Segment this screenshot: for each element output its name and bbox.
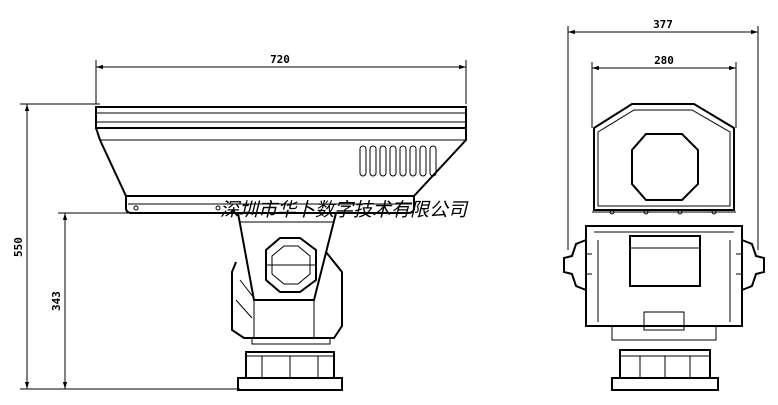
lens-window	[631, 133, 699, 201]
camera-housing	[95, 106, 467, 214]
front-view: 377 280	[563, 18, 765, 391]
motor-body	[231, 251, 343, 345]
company-watermark: 深圳市华卜数字技术有限公司	[220, 199, 469, 221]
vent-slots	[359, 145, 437, 177]
dim-280-label: 280	[654, 54, 674, 67]
dim-720-label: 720	[270, 53, 290, 66]
side-view: 720 550 343	[12, 53, 467, 391]
dim-550-label: 550	[12, 237, 25, 257]
dim-343-label: 343	[50, 291, 63, 311]
front-housing	[592, 103, 736, 215]
pan-tilt-arm	[237, 212, 337, 301]
side-base	[237, 351, 343, 391]
front-pan-tilt	[563, 225, 765, 331]
front-base	[611, 326, 719, 391]
dim-377-label: 377	[653, 18, 673, 31]
